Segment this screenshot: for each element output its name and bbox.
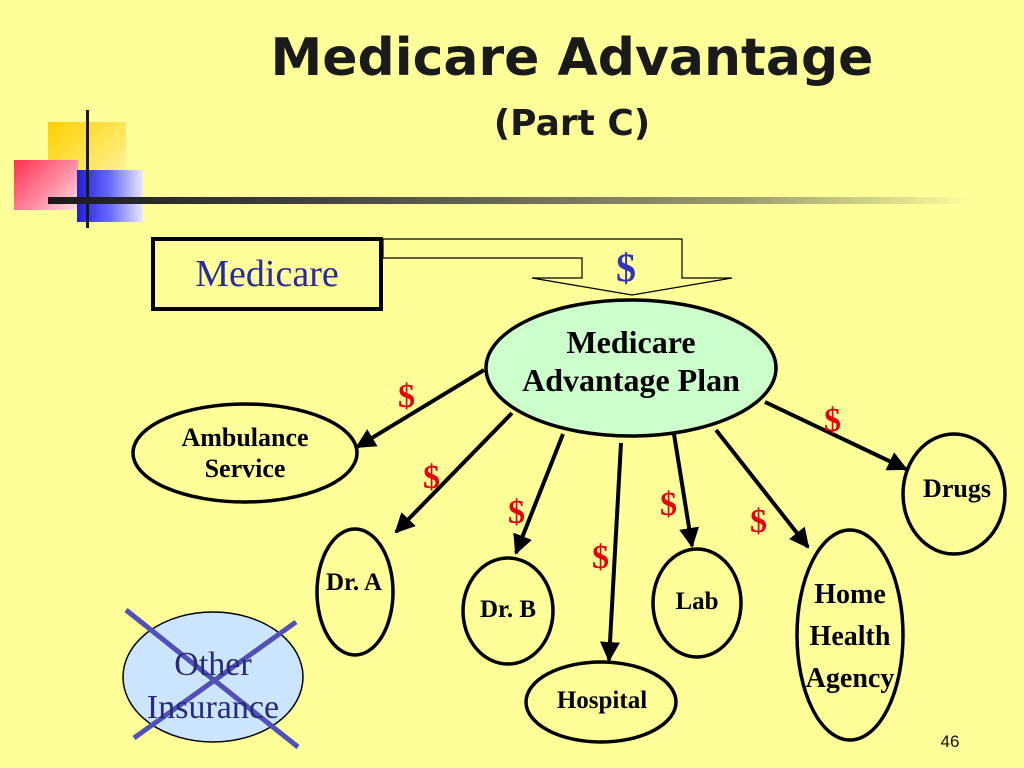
other-insurance-label-line2: Insurance [146, 688, 280, 726]
decor-vertical-line [86, 110, 89, 228]
dollar-ambulance: $ [398, 378, 415, 415]
dr-b-label: Dr. B [479, 596, 537, 623]
arrow-to-ambulance [355, 368, 486, 449]
dollar-dr-a: $ [423, 459, 440, 496]
drugs-label: Drugs [923, 474, 991, 503]
arrow-to-lab [672, 433, 700, 548]
dollar-home-health: $ [750, 503, 767, 540]
slide-title: Medicare Advantage [270, 28, 874, 88]
ambulance-label-line2: Service [204, 453, 286, 483]
dollar-drugs: $ [824, 402, 841, 439]
other-insurance-label: Other Insurance [118, 644, 308, 729]
lab-node [651, 547, 743, 659]
plan-node [484, 298, 778, 438]
drugs-node [901, 432, 1007, 556]
plan-label-line2: Advantage Plan [522, 361, 740, 398]
home-health-label: Home Health Agency [790, 574, 910, 700]
plan-label-line1: Medicare [566, 324, 696, 360]
other-insurance-label-line1: Other [174, 646, 252, 683]
hospital-node [524, 660, 678, 744]
funding-dollar: $ [616, 245, 636, 290]
slide-subtitle: (Part C) [493, 103, 651, 144]
cross-line-2 [132, 619, 298, 741]
dr-a-node [315, 527, 395, 657]
lab-label: Lab [675, 588, 719, 615]
home-health-label-line3: Agency [805, 663, 895, 694]
home-health-node [795, 528, 905, 742]
dollar-lab: $ [660, 486, 677, 523]
hospital-label: Hospital [556, 687, 648, 714]
cross-line-1 [124, 608, 300, 749]
dr-a-label: Dr. A [325, 569, 383, 596]
arrow-to-dr-a [394, 411, 514, 534]
dr-b-node [461, 556, 555, 666]
dollar-dr-b: $ [508, 494, 525, 531]
ambulance-node [131, 402, 359, 504]
arrow-to-hospital [600, 442, 623, 662]
payer-box: Medicare [151, 237, 383, 311]
plan-label: Medicare Advantage Plan [480, 324, 782, 400]
home-health-label-line1: Home [814, 579, 886, 610]
ambulance-label: Ambulance Service [140, 423, 350, 484]
ambulance-label-line1: Ambulance [181, 423, 309, 452]
arrow-to-dr-b [513, 433, 565, 555]
payer-label: Medicare [195, 253, 339, 295]
funding-arrow [382, 238, 733, 296]
title-divider [48, 197, 972, 204]
page-number: 46 [940, 732, 960, 751]
dollar-hospital: $ [592, 539, 609, 576]
arrow-to-home-health [714, 428, 810, 549]
home-health-label-line2: Health [809, 621, 891, 652]
arrow-to-drugs [764, 400, 908, 471]
